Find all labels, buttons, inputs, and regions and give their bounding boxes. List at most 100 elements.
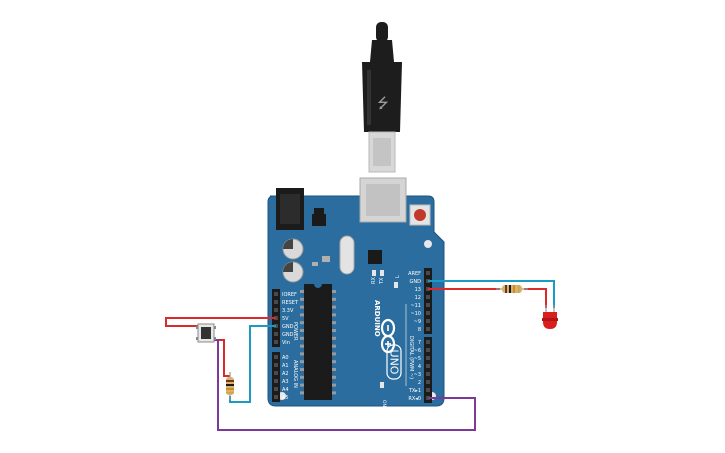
wire-gnd-led[interactable] [428,280,555,308]
pin-label: 12 [415,295,421,301]
pin-socket[interactable] [274,355,278,359]
pin-socket[interactable] [274,308,278,312]
pin-socket[interactable] [426,340,430,344]
chip-pin [332,344,336,348]
resistor-band [505,285,507,293]
pin-label: ~3 [414,372,421,378]
wire-resistor-led[interactable] [524,288,547,308]
wire-5v-button[interactable] [165,317,276,327]
resistor-button[interactable] [226,372,234,400]
chip-pin [332,290,336,293]
pin-label: 8 [418,327,421,333]
resistor-band [226,384,234,386]
chip-pin [332,391,336,395]
pin-socket[interactable] [274,371,278,375]
tx-led [380,270,384,276]
usb-chip [368,250,382,264]
atmega-chip-notch [314,284,322,288]
chip-pin [300,368,304,371]
pushbutton-leg [214,337,216,340]
arduino-logo [380,318,396,354]
pin-label: GND [282,332,294,338]
pin-socket[interactable] [426,311,430,315]
pushbutton-cap [201,327,211,339]
pin-label: A5 [282,395,289,401]
chip-pin [332,375,336,379]
pin-socket[interactable] [426,271,430,275]
voltage-regulator-tab [314,208,324,214]
pin-socket[interactable] [274,300,278,304]
pin-socket[interactable] [426,372,430,376]
model-label: UNO [388,350,401,375]
pin-label: 4 [418,364,421,370]
pin-socket[interactable] [274,395,278,399]
pin-label: TX▸1 [408,388,421,394]
red-led[interactable] [542,305,558,329]
pushbutton-leg [214,326,216,329]
usb-symbol-icon: ⭍ [377,96,389,112]
pin-label: IOREF [282,292,297,298]
usb-cable-metal-inner [373,138,391,166]
pin-label: GND [410,279,422,285]
usb-b-port-inner [366,184,400,216]
chip-pin [332,313,336,317]
usb-cable-strain-tip [376,22,388,42]
l-led [394,282,398,288]
pin-socket[interactable] [426,348,430,352]
resistor-band [226,392,234,394]
mounting-hole [424,240,432,248]
chip-pin [300,336,304,340]
pin-socket[interactable] [274,292,278,296]
pushbutton-leg [196,326,198,329]
usb-cable-grip [367,70,371,125]
resistor-band [513,285,515,293]
smd-component [322,256,326,262]
l-label: L [395,275,401,278]
power-jack-inner [280,194,300,224]
pin-socket[interactable] [426,364,430,368]
pin-label: 7 [418,340,421,346]
pin-label: ~6 [414,348,421,354]
crystal-oscillator [339,235,355,275]
analog-header-title: ANALOG IN [292,360,298,388]
pin-socket[interactable] [274,340,278,344]
chip-pin [332,352,336,356]
arduino-uno-board[interactable]: RX TX L ON ARDUINO UNO IOREFRESET3.3V5VG… [267,177,445,407]
pin-label: A4 [282,387,289,393]
smd-component [312,262,318,266]
pin-label: GND [282,324,294,330]
pin-label: A0 [282,355,289,361]
chip-pin [300,297,304,301]
chip-pin [332,368,336,371]
wire-button-resistor[interactable] [212,339,230,377]
pin-label: RX◂0 [408,396,421,402]
pin-socket[interactable] [426,356,430,360]
pin-label: A2 [282,371,289,377]
pin-socket[interactable] [426,380,430,384]
pin-socket[interactable] [274,332,278,336]
chip-pin [300,352,304,356]
pin-socket[interactable] [426,319,430,323]
pin-socket[interactable] [426,303,430,307]
pin-socket[interactable] [426,388,430,392]
pin-socket[interactable] [274,363,278,367]
pin-label: ~9 [414,319,421,325]
pin-socket[interactable] [426,295,430,299]
pin-socket[interactable] [426,327,430,331]
resistor-band [226,380,234,382]
on-label: ON [381,400,387,407]
resistor-led[interactable] [496,285,528,293]
pin-socket[interactable] [274,387,278,391]
usb-cable[interactable]: ⭍ [362,22,402,173]
pushbutton[interactable] [196,323,216,343]
pin-label: ~10 [410,311,421,317]
chip-pin [300,344,304,348]
pin-socket[interactable] [274,379,278,383]
on-led [380,382,384,388]
chip-pin [332,305,336,309]
pushbutton-leg [196,337,198,340]
pin-label: RESET [282,300,299,306]
